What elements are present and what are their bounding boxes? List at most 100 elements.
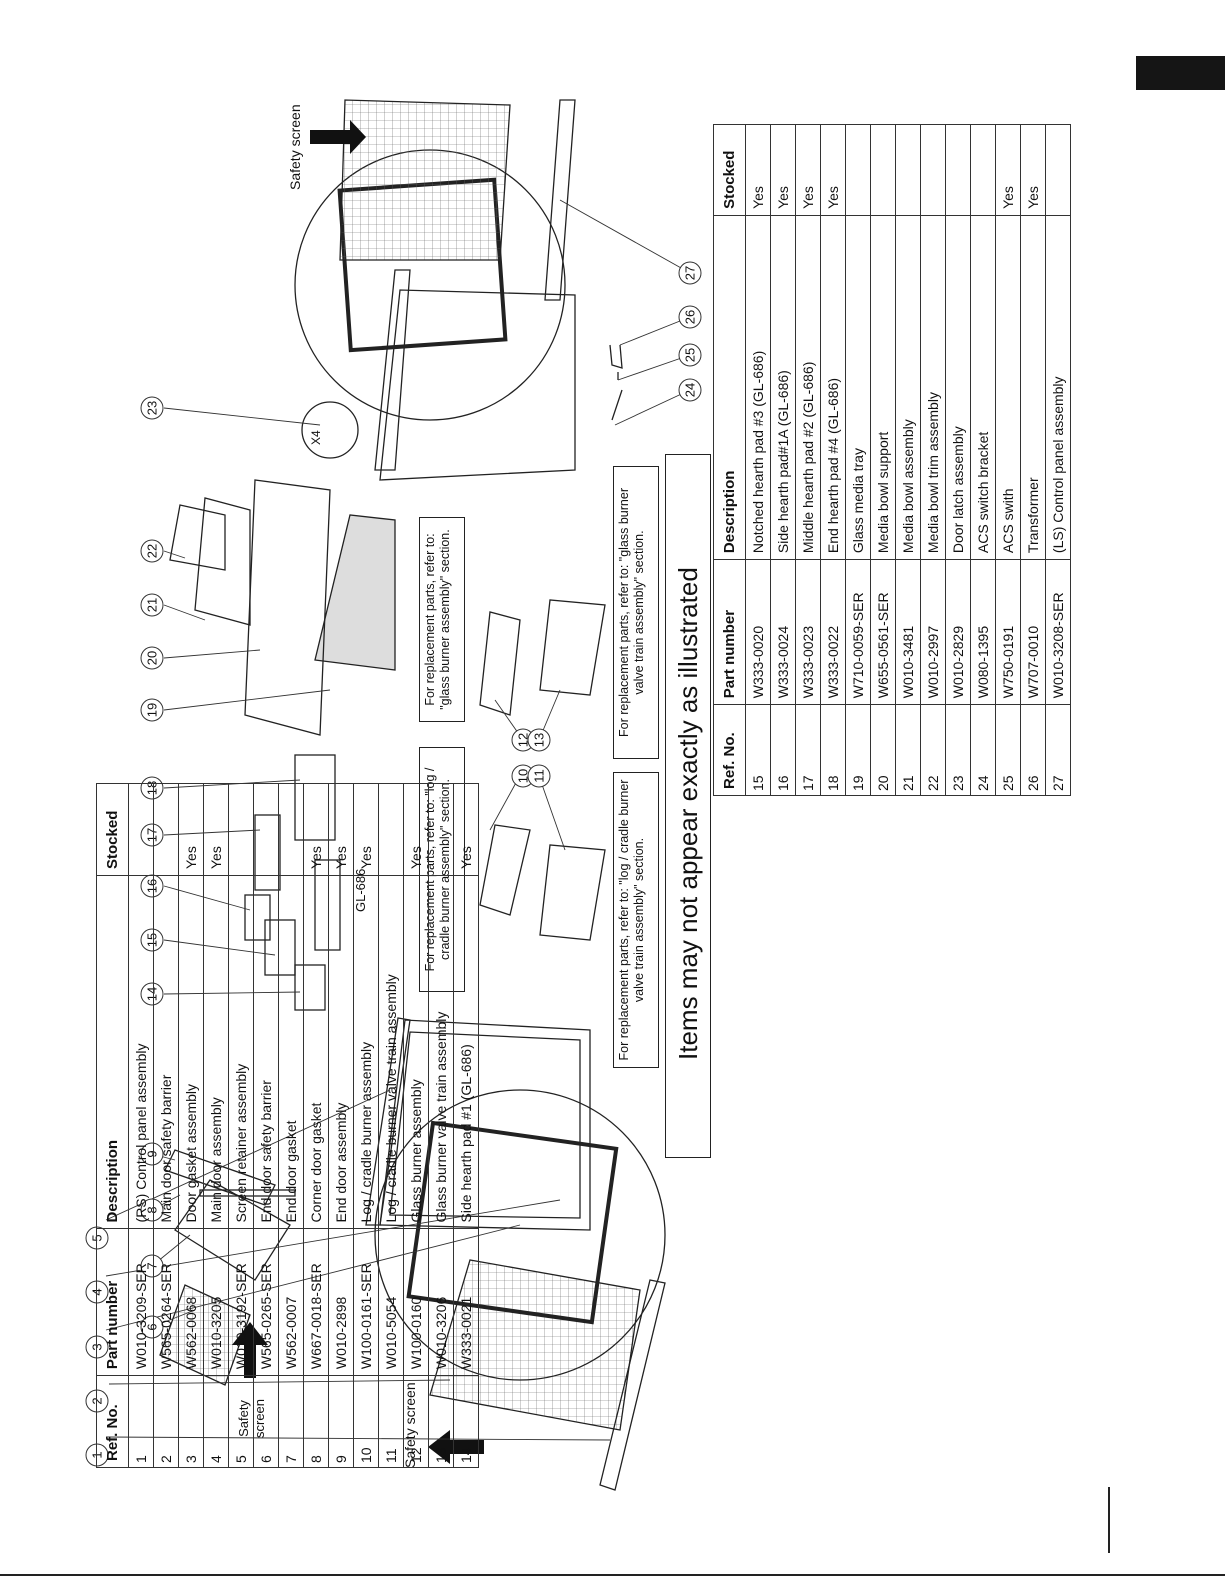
header-description: Description	[96, 875, 129, 1229]
cell-ref-no: 21	[895, 704, 921, 796]
cell-stocked: Yes	[820, 124, 846, 216]
cell-description: Media bowl trim assembly	[920, 215, 946, 560]
cell-description: Door gasket assembly	[178, 875, 204, 1229]
cell-description: Screen retainer assembly	[228, 875, 254, 1229]
cell-stocked: Yes	[328, 783, 354, 876]
cell-stocked: Yes	[745, 124, 771, 216]
cell-stocked	[128, 783, 154, 876]
parts-table-left: Ref. No. Part number Description Stocked…	[96, 783, 479, 1468]
cell-description: Transformer	[1020, 215, 1046, 560]
header-description: Description	[713, 215, 746, 560]
header-stocked: Stocked	[96, 783, 129, 876]
hearth-pad-16	[244, 894, 271, 941]
main-door	[379, 1019, 591, 1231]
cell-stocked	[870, 124, 896, 216]
cell-description: Corner door gasket	[303, 875, 329, 1229]
cell-ref-no: 22	[920, 704, 946, 796]
cell-ref-no: 24	[970, 704, 996, 796]
callout-number: 19	[145, 703, 160, 717]
corner-gasket	[199, 1189, 296, 1197]
cell-description: Media bowl support	[870, 215, 896, 560]
cell-ref-no: 12	[403, 1375, 429, 1468]
cell-ref-no: 8	[303, 1375, 329, 1468]
hearth-pad-17	[254, 814, 281, 891]
callout-number: 15	[145, 933, 160, 947]
cell-part-number: W010-3481	[895, 559, 921, 705]
callout-number: 4	[90, 1288, 105, 1295]
cell-ref-no: 16	[770, 704, 796, 796]
cell-ref-no: 9	[328, 1375, 354, 1468]
media-bowl-trim	[169, 504, 226, 571]
callout-number: 27	[683, 266, 698, 280]
cell-part-number: W010-3205	[203, 1228, 229, 1376]
cell-ref-no: 14	[453, 1375, 479, 1468]
cell-description: Door latch assembly	[945, 215, 971, 560]
callout-number: 2	[90, 1397, 105, 1404]
cell-description: Glass burner valve train assembly	[428, 875, 454, 1229]
cell-part-number: W562-0068	[178, 1228, 204, 1376]
cell-description: (LS) Control panel assembly	[1045, 215, 1071, 560]
cell-description: Main door safety barrier	[153, 875, 179, 1229]
callout-number: 23	[145, 401, 160, 415]
cell-part-number: W010-3209-SER	[128, 1228, 154, 1376]
glass-valve-train	[539, 599, 606, 696]
section-tab	[1136, 56, 1225, 90]
illustration-caption: Items may not appear exactly as illustra…	[673, 567, 703, 1060]
cell-stocked	[920, 124, 946, 216]
callout-number: 20	[145, 651, 160, 665]
callout-number: 5	[90, 1234, 105, 1241]
cell-stocked	[945, 124, 971, 216]
callout-number: 22	[145, 544, 160, 558]
cell-description: Glass media tray	[845, 215, 871, 560]
right-door	[379, 289, 576, 481]
cell-ref-no: 23	[945, 704, 971, 796]
callout-number: 11	[532, 769, 547, 783]
cell-stocked	[970, 124, 996, 216]
cell-description: ACS switch bracket	[970, 215, 996, 560]
callout-number: 25	[683, 348, 698, 362]
hearth-pad-15	[264, 919, 296, 976]
callout-number: 12	[516, 733, 531, 747]
cell-ref-no: 15	[745, 704, 771, 796]
glass-burner	[479, 611, 521, 716]
callout-number: 7	[145, 1262, 160, 1269]
table-header-row: Ref. No. Part number Description Stocked	[96, 783, 129, 1468]
cell-part-number: W010-3208-SER	[1045, 559, 1071, 705]
cell-part-number: W100-0161-SER	[353, 1228, 379, 1376]
glass-media-tray	[314, 514, 396, 671]
cell-part-number: W333-0021	[453, 1228, 479, 1376]
safety-screen-right	[339, 99, 511, 261]
cell-ref-no: 6	[253, 1375, 279, 1468]
cell-description: Main door assembly	[203, 875, 229, 1229]
cell-ref-no: 25	[995, 704, 1021, 796]
hearth-pad-14	[294, 964, 326, 1011]
cell-stocked: Yes	[203, 783, 229, 876]
table-header-row: Ref. No. Part number Description Stocked	[713, 124, 746, 796]
cell-description: Media bowl assembly	[895, 215, 921, 560]
direction-arrows	[232, 120, 484, 1464]
cell-part-number: W655-0561-SER	[870, 559, 896, 705]
media-bowl-assembly	[194, 497, 251, 626]
cell-description: Side hearth pad#1A (GL-686)	[770, 215, 796, 560]
cell-stocked	[253, 783, 279, 876]
cell-stocked: Yes	[795, 124, 821, 216]
cell-stocked	[278, 783, 304, 876]
cell-stocked: Yes	[770, 124, 796, 216]
cell-stocked: Yes	[453, 783, 479, 876]
cell-stocked: Yes	[403, 783, 429, 876]
callout-number: 10	[516, 769, 531, 783]
cell-part-number: W333-0020	[745, 559, 771, 705]
cell-ref-no: 5	[228, 1375, 254, 1468]
